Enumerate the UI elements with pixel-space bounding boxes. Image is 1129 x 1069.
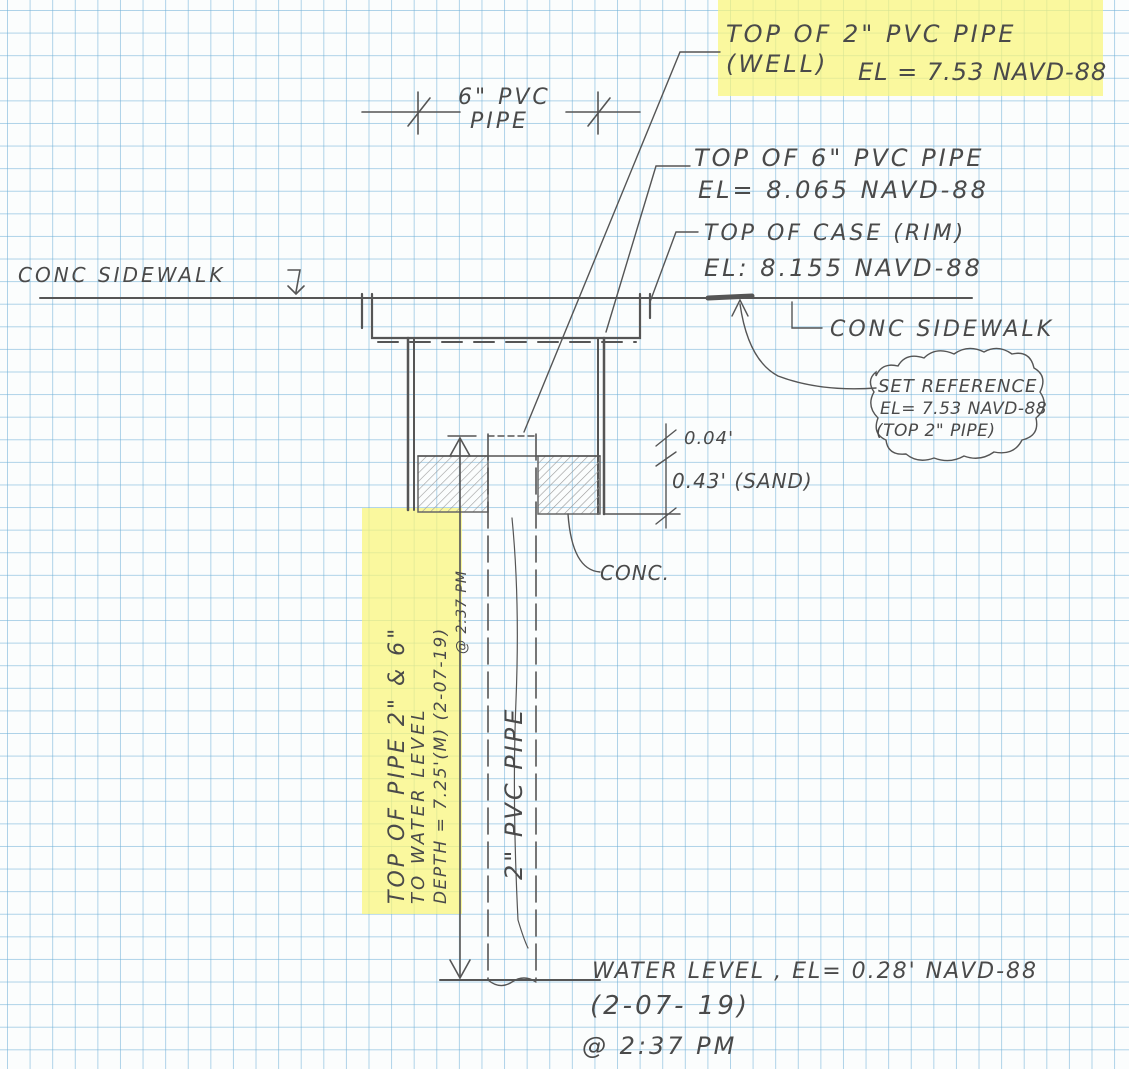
top-case-elevation: EL: 8.155 NAVD-88 — [704, 254, 983, 282]
depth-label-line1: TOP OF PIPE 2" & 6" — [385, 626, 410, 904]
leader-ref — [739, 303, 877, 390]
dim-004-label: 0.04' — [684, 428, 734, 449]
water-level-label: WATER LEVEL , EL= 0.28' NAVD-88 — [592, 959, 1038, 984]
pvc2-pipe-label: 2" PVC PIPE — [500, 707, 528, 880]
depth-label-line2: TO WATER LEVEL — [408, 707, 429, 904]
top-2in-label: TOP OF 2" PVC PIPE — [726, 20, 1016, 48]
water-level-time: @ 2:37 PM — [582, 1032, 737, 1060]
top-6in-elevation: EL= 8.065 NAVD-88 — [698, 176, 989, 204]
top-case-label: TOP OF CASE (RIM) — [704, 221, 966, 246]
leader-top-6in — [605, 165, 691, 333]
conc-fill-right — [537, 455, 601, 515]
sidewalk-left-label: CONC SIDEWALK — [18, 263, 225, 287]
sidewalk-right-label: CONC SIDEWALK — [830, 317, 1054, 342]
reference-cloud — [869, 347, 1045, 462]
reference-line1: SET REFERENCE — [878, 376, 1037, 397]
dim-043-label: 0.43' (SAND) — [672, 469, 813, 493]
pvc6-label-top: 6" PVC — [458, 85, 551, 110]
highlight-depth-note — [362, 508, 462, 914]
depth-label-line3: DEPTH = 7.25'(M) (2-07-19) — [431, 627, 451, 904]
pvc6-label-bottom: PIPE — [470, 109, 529, 134]
case-rim — [360, 292, 652, 340]
reference-line2: EL= 7.53 NAVD-88 — [880, 399, 1047, 419]
water-level-date: (2-07- 19) — [590, 991, 750, 1021]
reference-line3: (TOP 2" PIPE) — [876, 421, 995, 441]
highlight-top-pipe-note — [718, 0, 1103, 96]
conc-fill-left — [417, 455, 489, 513]
leader-top-2in — [523, 51, 721, 433]
top-6in-label: TOP OF 6" PVC PIPE — [694, 144, 984, 172]
leader-top-case — [649, 231, 699, 303]
top-2in-well-label: (WELL) — [726, 50, 828, 78]
conc-label: CONC. — [600, 561, 670, 585]
depth-label-line4: @ 2:37 PM — [454, 570, 470, 654]
top-2in-elevation: EL = 7.53 NAVD-88 — [858, 58, 1107, 86]
reference-mark — [705, 293, 755, 301]
